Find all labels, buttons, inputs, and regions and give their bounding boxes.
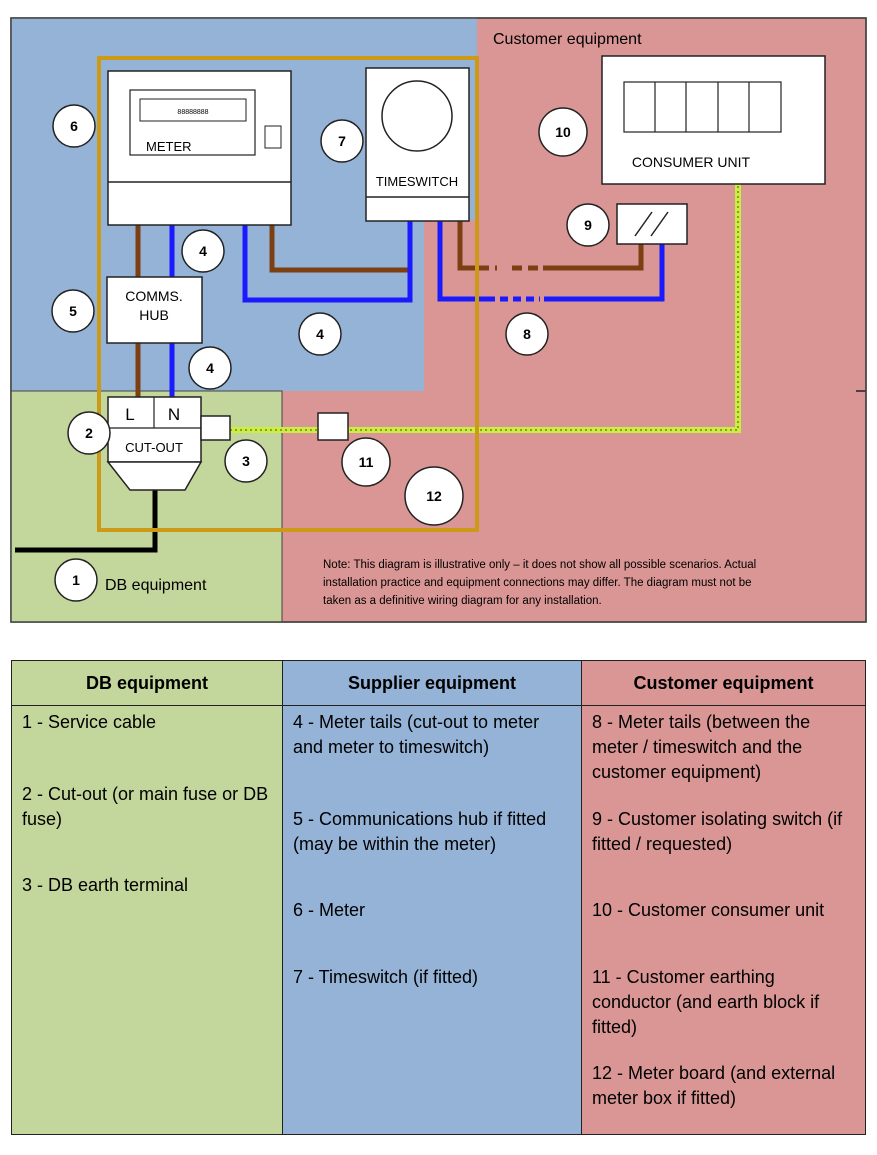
meter-board: [97, 56, 479, 532]
legend-item-10: 10 - Customer consumer unit: [592, 900, 825, 920]
legend-item-11: 11 - Customer earthing conductor (and ea…: [592, 967, 820, 1037]
legend-item-3: 3 - DB earth terminal: [22, 875, 189, 895]
callout-2: 2: [67, 411, 111, 455]
callout-8: 8: [505, 312, 549, 356]
wiring-diagram: Customer equipment 88888888 METER TIMESW…: [10, 17, 867, 623]
callout-12: 12: [404, 466, 464, 526]
callout-1: 1: [54, 558, 98, 602]
callout-7: 7: [320, 119, 364, 163]
legend-db-column: 1 - Service cable 2 - Cut-out (or main f…: [11, 705, 283, 1135]
callout-11: 11: [341, 437, 391, 487]
meter-display-digits: 88888888: [177, 109, 208, 116]
db-region-label: DB equipment: [105, 577, 207, 594]
diagram-border: [10, 17, 867, 623]
consumer-unit-ways: [623, 81, 782, 133]
callout-4b: 4: [298, 312, 342, 356]
timeswitch-dial: [381, 80, 453, 152]
cutout-base: [106, 461, 203, 491]
note-line-1: Note: This diagram is illustrative only …: [323, 559, 756, 571]
legend-customer-column: 8 - Meter tails (between the meter / tim…: [581, 705, 866, 1135]
customer-earth-block: [317, 412, 349, 441]
earth-wire: [230, 183, 741, 433]
legend-supplier-column: 4 - Meter tails (cut-out to meter and me…: [282, 705, 582, 1135]
callout-5: 5: [51, 289, 95, 333]
legend-item-5: 5 - Communications hub if fitted (may be…: [293, 809, 547, 854]
service-cable: [15, 490, 158, 553]
svg-text:5: 5: [69, 303, 77, 319]
legend-item-7: 7 - Timeswitch (if fitted): [293, 967, 479, 987]
svg-text:10: 10: [555, 124, 571, 140]
legend-item-6: 6 - Meter: [293, 900, 366, 920]
customer-notch: [424, 220, 477, 391]
legend-body-row: 1 - Service cable 2 - Cut-out (or main f…: [11, 705, 866, 1135]
legend-header-row: DB equipment Supplier equipment Customer…: [11, 660, 866, 706]
svg-text:4: 4: [316, 326, 324, 342]
svg-text:8: 8: [523, 326, 531, 342]
svg-text:9: 9: [584, 217, 592, 233]
legend-item-1: 1 - Service cable: [22, 712, 157, 732]
legend-item-4: 4 - Meter tails (cut-out to meter and me…: [293, 712, 540, 757]
svg-text:4: 4: [199, 243, 207, 259]
svg-text:11: 11: [359, 454, 374, 470]
legend-item-9: 9 - Customer isolating switch (if fitted…: [592, 809, 843, 854]
customer-region-label: Customer equipment: [493, 31, 642, 48]
svg-text:6: 6: [70, 118, 78, 134]
legend-header-db: DB equipment: [11, 660, 283, 706]
callout-4a: 4: [181, 229, 225, 273]
timeswitch-label: TIMESWITCH: [376, 174, 458, 189]
cutout-neutral: N: [168, 405, 180, 424]
svg-text:1: 1: [72, 572, 80, 588]
note-line-2: installation practice and equipment conn…: [323, 577, 752, 589]
svg-text:2: 2: [85, 425, 93, 441]
meter-label: METER: [146, 139, 192, 154]
callout-3: 3: [224, 439, 268, 483]
db-earth-terminal: [200, 415, 231, 441]
legend-header-supplier: Supplier equipment: [282, 660, 582, 706]
svg-text:3: 3: [242, 453, 250, 469]
svg-text:7: 7: [338, 133, 346, 149]
cutout-live: L: [125, 405, 134, 424]
svg-text:12: 12: [426, 488, 442, 504]
isolating-switch: [616, 203, 688, 245]
callout-4c: 4: [188, 346, 232, 390]
legend-item-12: 12 - Meter board (and external meter box…: [592, 1063, 836, 1108]
comms-hub-line2: HUB: [139, 307, 169, 323]
callout-6: 6: [52, 104, 96, 148]
legend-item-8: 8 - Meter tails (between the meter / tim…: [592, 712, 811, 782]
svg-text:4: 4: [206, 360, 214, 376]
comms-hub: [106, 276, 203, 344]
meter-button: [264, 125, 282, 149]
consumer-unit-label: CONSUMER UNIT: [632, 154, 751, 170]
legend-item-2: 2 - Cut-out (or main fuse or DB fuse): [22, 784, 269, 829]
callout-9: 9: [566, 203, 610, 247]
cutout-label: CUT-OUT: [125, 440, 183, 455]
comms-hub-line1: COMMS.: [125, 288, 183, 304]
callout-10: 10: [538, 107, 588, 157]
legend-table: DB equipment Supplier equipment Customer…: [11, 660, 866, 1135]
legend-header-customer: Customer equipment: [581, 660, 866, 706]
note-line-3: taken as a definitive wiring diagram for…: [323, 595, 602, 607]
